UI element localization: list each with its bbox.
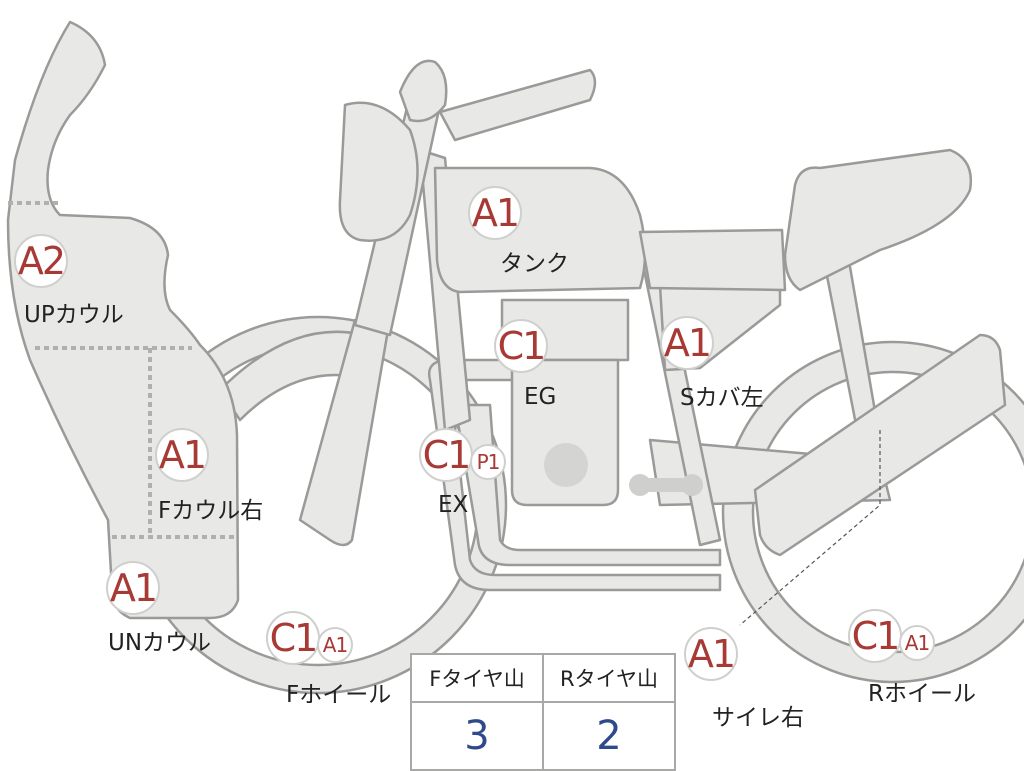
grade-rear-wheel: C1 — [848, 609, 902, 663]
tyre-table-value-row: 3 2 — [410, 701, 676, 771]
tyre-tread-table: Fタイヤ山 Rタイヤ山 3 2 — [410, 653, 676, 771]
muffler-leader — [739, 430, 881, 626]
tyre-value-front: 3 — [410, 701, 544, 771]
label-muffler-right: サイレ右 — [712, 705, 804, 731]
tyre-header-front: Fタイヤ山 — [410, 653, 544, 703]
grade-under-cowl: A1 — [106, 561, 160, 615]
grade-front-wheel-2: A1 — [317, 627, 353, 663]
grade-up-cowl: A2 — [14, 234, 68, 288]
grade-exhaust-2: P1 — [470, 444, 506, 480]
label-tank: タンク — [500, 251, 569, 277]
grade-rear-wheel-2: A1 — [899, 625, 935, 661]
tyre-table-header-row: Fタイヤ山 Rタイヤ山 — [410, 653, 676, 703]
grade-side-cover-left: A1 — [660, 316, 714, 370]
front-fork — [298, 318, 390, 547]
down-tube — [418, 148, 472, 432]
grade-front-wheel: C1 — [266, 611, 320, 665]
grade-engine: C1 — [494, 319, 548, 373]
label-rear-wheel: Rホイール — [868, 681, 976, 707]
label-side-cover-left: Sカバ左 — [680, 385, 764, 411]
label-front-wheel: Fホイール — [286, 682, 392, 708]
front-seat — [638, 228, 787, 292]
label-under-cowl: UNカウル — [108, 630, 212, 656]
engine-block — [500, 298, 703, 507]
exhaust-pipe — [453, 403, 722, 567]
mirror — [398, 59, 448, 123]
label-engine: EG — [524, 384, 557, 410]
label-up-cowl: UPカウル — [24, 302, 124, 328]
rear-seat — [783, 148, 973, 292]
grade-tank: A1 — [468, 186, 522, 240]
headlight — [338, 101, 419, 242]
grade-exhaust: C1 — [419, 428, 473, 482]
tyre-value-rear: 2 — [542, 701, 676, 771]
tyre-header-rear: Rタイヤ山 — [542, 653, 676, 703]
label-f-cowl-right: Fカウル右 — [158, 498, 264, 524]
label-exhaust: EX — [438, 492, 469, 518]
grade-muffler-right: A1 — [684, 627, 738, 681]
grade-f-cowl-right: A1 — [155, 428, 209, 482]
handlebar — [438, 68, 597, 142]
